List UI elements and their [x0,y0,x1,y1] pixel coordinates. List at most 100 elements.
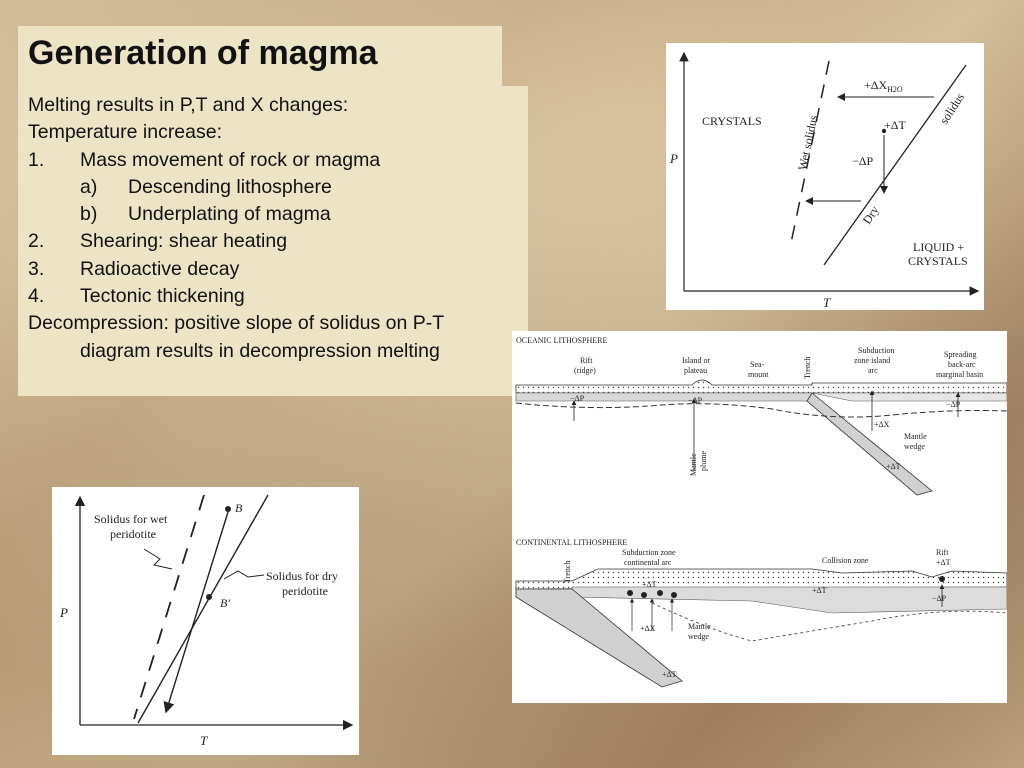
list-item: a) Descending lithosphere [28,174,518,201]
list-text: Radioactive decay [80,257,240,280]
dt-label: +ΔT [884,118,906,132]
liquid-label-2: CRYSTALS [908,254,968,268]
rift-label-2: (ridge) [574,366,596,375]
arc-dx: +ΔX [874,420,890,429]
wedge-label-2: wedge [904,442,925,451]
list-text: Mass movement of rock or magma [80,148,381,171]
point-b-prime [206,594,212,600]
list-item: 4. Tectonic thickening [28,283,518,310]
island-label: Island or [682,356,711,365]
rift-dp: −ΔP [570,394,585,403]
list-item: b) Underplating of magma [28,201,518,228]
wet-solidus-line [133,494,205,720]
plume-label: Mantle [689,453,698,476]
plume-dp: −ΔP [688,396,703,405]
collision-label: Collision zone [822,556,869,565]
island-label-2: plateau [684,366,707,375]
csub-label-2: continental arc [624,558,672,567]
oceanic-title: OCEANIC LITHOSPHERE [516,336,607,345]
list-item: 2. Shearing: shear heating [28,228,518,255]
spreading-label: Spreading [944,350,976,359]
wet-label-2: peridotite [110,527,156,541]
arc-dt: +ΔT [642,580,657,589]
oceanic-lithosphere [515,392,813,402]
wet-solidus-line [790,60,830,244]
subduction-label: Subduction [858,346,894,355]
spreading-label-2: back-arc [948,360,976,369]
subduction-label-2: zone island [854,356,890,365]
p-axis-label: P [669,151,678,166]
rift-magma [939,576,945,582]
list-number: a) [80,175,98,198]
list-text: Tectonic thickening [80,285,245,308]
list-text: Underplating of magma [128,203,331,226]
text-line: Temperature increase: [28,121,223,144]
list-text: Descending lithosphere [128,175,332,198]
subducting-slab [806,392,933,496]
trench-label: Trench [803,357,812,379]
arc-dx-cont: +ΔX [640,624,656,633]
dry-leader [223,570,265,580]
t-axis-label: T [200,733,208,748]
cslab-dt: +ΔT [662,670,677,679]
liquid-label: LIQUID + [913,240,964,254]
cwedge-label: Mantle [688,622,711,631]
cwedge-label-2: wedge [688,632,709,641]
continental-title: CONTINENTAL LITHOSPHERE [516,538,627,547]
oceanic-crust [515,379,1008,394]
seamount-label-2: mount [748,370,769,379]
peridotite-diagram-panel: P T B B′ Solidus for wet peridotite Soli… [52,487,359,755]
text-line: Decompression: positive slope of solidus… [28,312,445,335]
dry-label: Dry [860,203,882,226]
point-marker [881,128,887,134]
list-number: 1. [28,148,45,171]
peridotite-diagram: P T B B′ Solidus for wet peridotite Soli… [59,494,354,748]
p-axis-label: P [59,605,68,620]
tectonic-diagram: OCEANIC LITHOSPHERE Rift (ridge) Island … [515,336,1008,688]
list-number: 4. [28,285,45,308]
t-axis-label: T [823,295,831,310]
pt-diagram-panel: P T CRYSTALS LIQUID + CRYSTALS Wet solid… [666,43,984,310]
point-b [225,506,231,512]
wet-label: Solidus for wet [94,512,168,526]
dry-solidus-line [137,494,269,724]
wedge-label: Mantle [904,432,927,441]
subduction-label-3: arc [868,366,878,375]
path-arrow [163,511,229,714]
plume-label-2: plume [699,451,708,471]
list-item: 1. Mass movement of rock or magma [28,147,518,174]
list-item: 3.Radioactive decay [28,256,518,283]
asthenosphere-line [651,602,1008,642]
list-number: b) [80,203,98,226]
collision-dt: +ΔT [812,586,827,595]
b-prime-label: B′ [220,596,230,610]
dry-label-2: peridotite [282,584,328,598]
dry-label: Solidus for dry [266,569,338,583]
crift-dt: +ΔT [936,558,951,567]
list-text: Shearing: shear heating [80,230,288,253]
seamount-label: Sea- [750,360,765,369]
text-line: diagram results in decompression melting [80,339,440,362]
crift-dp: −ΔP [932,594,947,603]
ctrench-label: Trench [563,561,572,583]
lithosphere-base [515,402,1008,418]
dry-solidus-line [823,64,967,266]
spreading-label-3: marginal basin [936,370,983,379]
pt-diagram: P T CRYSTALS LIQUID + CRYSTALS Wet solid… [669,51,980,310]
crystals-label: CRYSTALS [702,114,762,128]
slab-dt: +ΔT [886,462,901,471]
arc-magma-cluster [627,590,677,631]
b-label: B [235,501,243,515]
slide-title: Generation of magma [28,34,378,72]
tectonic-diagram-panel: OCEANIC LITHOSPHERE Rift (ridge) Island … [512,331,1008,703]
overriding-plate [811,392,1008,402]
continental-slab [515,588,683,688]
dx-label: +ΔXH2O [864,78,903,94]
wet-leader [143,548,173,570]
dp-label: −ΔP [852,154,873,168]
text-line: Melting results in P,T and X changes: [28,94,349,116]
crift-label: Rift [936,548,949,557]
wet-solidus-label: Wet solidus [795,114,820,172]
backarc-dp: −ΔP [946,400,961,409]
list-number: 2. [28,230,45,253]
